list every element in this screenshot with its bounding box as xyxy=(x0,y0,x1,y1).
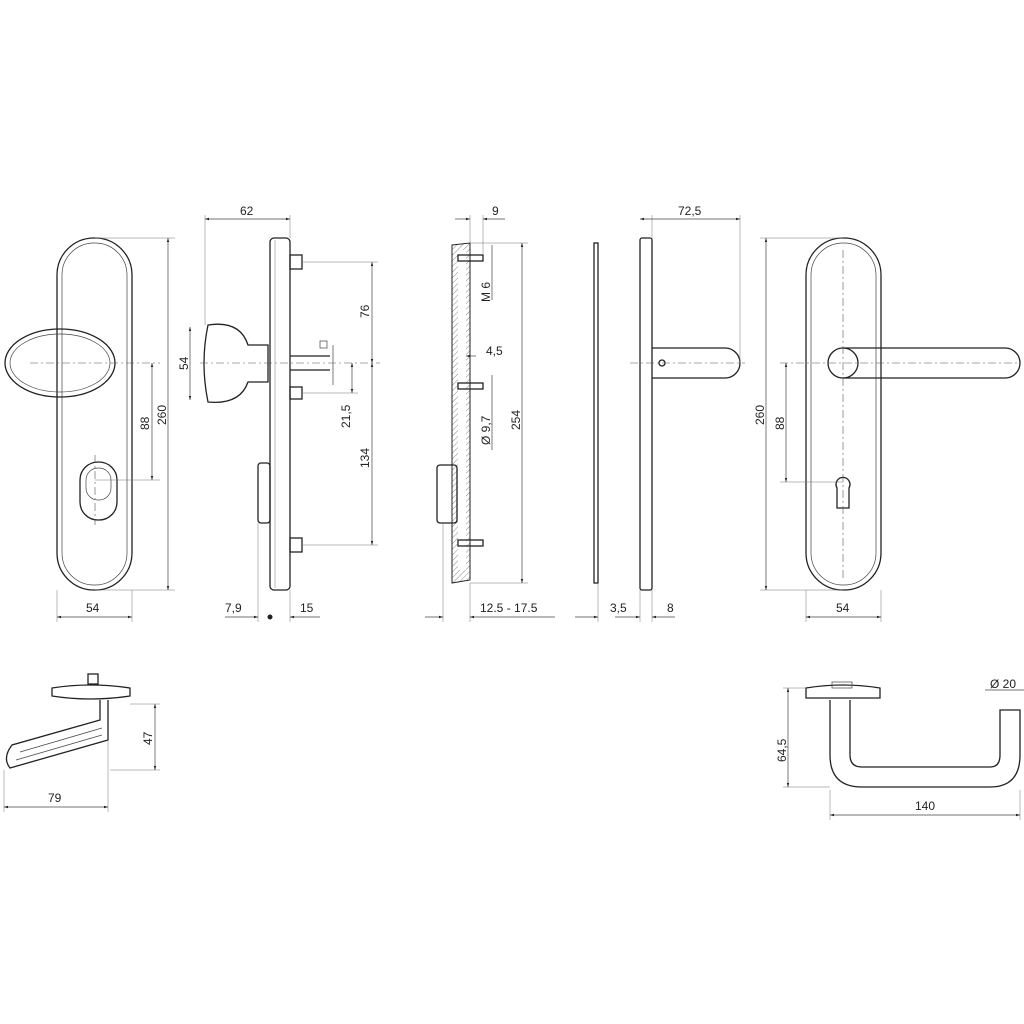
knob-top-view: 47 79 xyxy=(3,673,160,812)
dim-front-lever-88: 88 xyxy=(773,416,787,430)
dim-side-knob-21-5: 21,5 xyxy=(339,404,353,428)
dim-section-dia-9-7: Ø 9,7 xyxy=(479,415,493,445)
dim-knob-top-47: 47 xyxy=(141,731,155,745)
dim-lever-top-140: 140 xyxy=(915,799,935,813)
dim-side-lever-72-5: 72,5 xyxy=(678,204,702,218)
dim-side-knob-7-9: 7,9 xyxy=(225,601,242,615)
dim-section-254: 254 xyxy=(509,410,523,430)
dim-front-knob-88: 88 xyxy=(138,416,152,430)
side-knob-view: 62 54 76 21,5 134 7,9 15 xyxy=(177,204,380,622)
dim-lever-top-64-5: 64,5 xyxy=(775,738,789,762)
dim-section-12-5-17-5: 12.5 - 17.5 xyxy=(480,601,538,615)
dim-front-lever-54: 54 xyxy=(836,601,850,615)
side-lever-view: 72,5 3,5 8 xyxy=(575,204,745,622)
dim-section-m6: M 6 xyxy=(479,282,493,302)
dim-front-knob-height: 260 xyxy=(155,405,169,425)
dim-side-knob-54: 54 xyxy=(177,356,191,370)
dim-side-knob-15: 15 xyxy=(300,601,314,615)
front-lever-view: 260 88 54 xyxy=(753,237,1021,622)
front-knob-view: 54 88 260 xyxy=(4,237,175,622)
dim-section-4-5: 4,5 xyxy=(486,344,503,358)
dim-side-knob-62: 62 xyxy=(240,204,254,218)
dim-front-lever-260: 260 xyxy=(753,405,767,425)
section-view: 9 M 6 4,5 Ø 9,7 254 12.5 - 17.5 xyxy=(425,204,555,622)
lever-top-view: 64,5 Ø 20 140 xyxy=(775,677,1024,820)
dim-section-9: 9 xyxy=(492,204,499,218)
dim-side-lever-8: 8 xyxy=(667,601,674,615)
dim-side-knob-76: 76 xyxy=(358,304,372,318)
dim-side-lever-3-5: 3,5 xyxy=(610,601,627,615)
dim-knob-top-79: 79 xyxy=(48,791,62,805)
dim-lever-top-dia-20: Ø 20 xyxy=(990,677,1016,691)
dim-front-knob-width: 54 xyxy=(86,601,100,615)
dim-side-knob-134: 134 xyxy=(358,448,372,468)
